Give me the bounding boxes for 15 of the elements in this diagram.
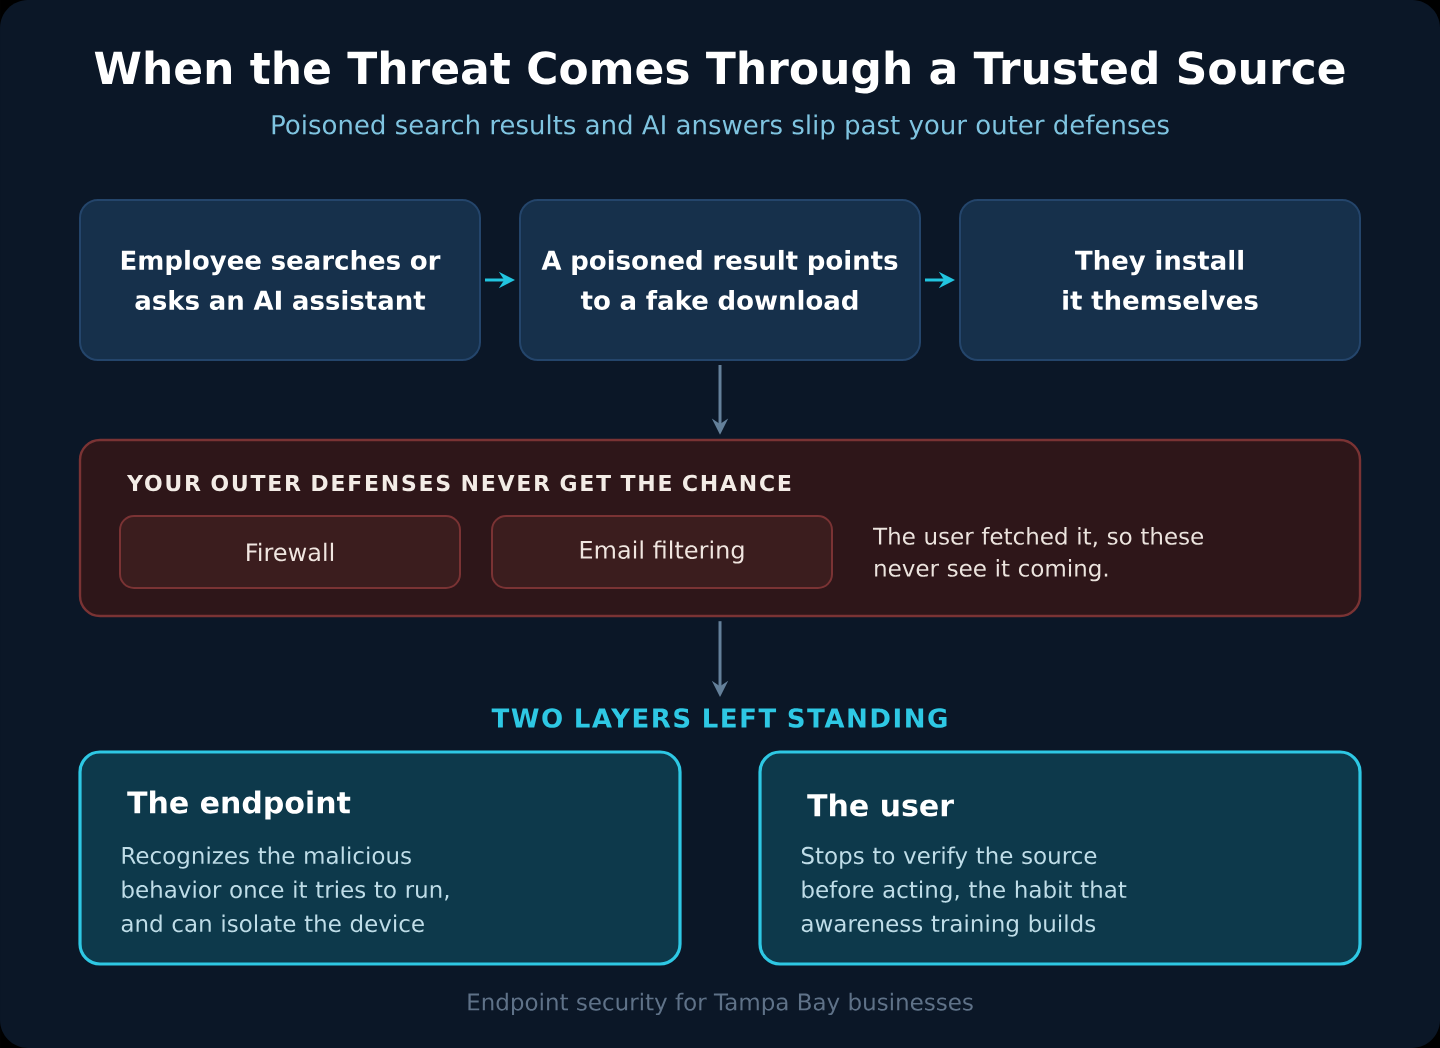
subtitle: Poisoned search results and AI answers slip past your outer defenses xyxy=(272,114,1169,140)
footer-text: Endpoint security for Tampa Bay businesses xyxy=(468,992,973,1016)
title: When the Threat Comes Through a Trusted Source xyxy=(94,50,1345,94)
card-title: The endpoint xyxy=(127,790,351,820)
section-heading: TWO LAYERS LEFT STANDING xyxy=(491,708,947,728)
defense-box: Email filtering xyxy=(491,515,833,589)
card-title: The user xyxy=(807,793,954,817)
defense-box: Firewall xyxy=(119,515,461,589)
panel-note: The user fetched it, so these never see it coming. xyxy=(873,527,1203,582)
step-box: They install it themselves xyxy=(959,199,1361,361)
step-box: Employee searches or asks an AI assistant xyxy=(79,199,481,361)
card-text: Recognizes the malicious behavior once it tries to run, and can isolate the device xyxy=(121,846,449,933)
step-box: A poisoned result points to a fake download xyxy=(519,199,921,361)
panel-heading: YOUR OUTER DEFENSES NEVER GET THE CHANCE xyxy=(126,474,791,492)
card-text: Stops to verify the source before acting, the habit that awareness training builds xyxy=(801,846,1127,937)
